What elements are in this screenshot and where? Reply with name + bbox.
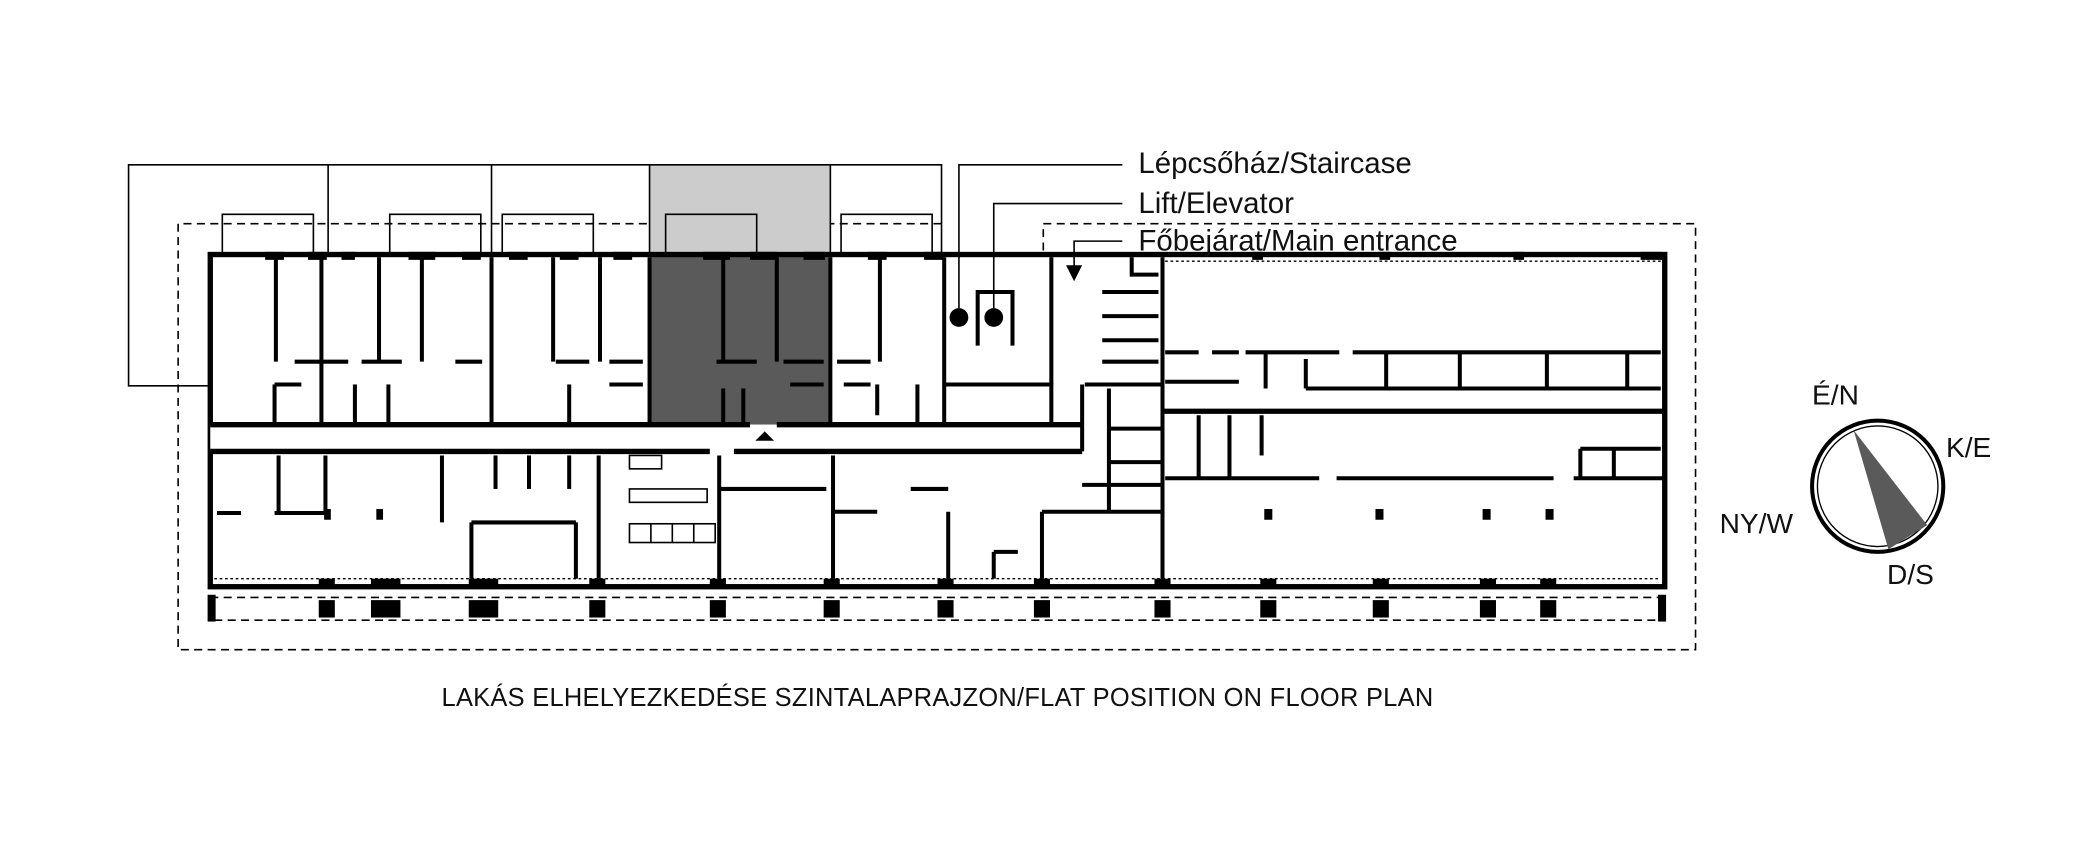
compass-needle-icon <box>1853 430 1928 550</box>
elevator-marker <box>984 308 1004 327</box>
elevator-leader <box>992 202 1123 309</box>
lower-unit-walls <box>216 382 1163 579</box>
entrance-leader <box>1073 240 1123 268</box>
stair-core <box>944 257 1165 587</box>
highlighted-balcony-zone <box>649 164 831 255</box>
compass-east: K/E <box>1946 432 1991 463</box>
kitchen-fixtures <box>628 454 716 544</box>
plan-caption: LAKÁS ELHELYEZKEDÉSE SZINTALAPRAJZON/FLA… <box>442 683 1434 712</box>
building-outline <box>207 251 1668 590</box>
unit-brackets <box>127 163 943 387</box>
compass-south: D/S <box>1887 559 1934 590</box>
legend-staircase: Lépcsőház/Staircase <box>1138 147 1411 180</box>
right-wing-walls <box>1165 350 1661 391</box>
compass-west: NY/W <box>1720 508 1794 539</box>
staircase-marker <box>949 308 969 327</box>
compass-north: É/N <box>1812 380 1859 411</box>
pillars <box>324 509 1554 520</box>
upper-unit-walls <box>272 257 947 425</box>
compass-rose <box>1810 418 1946 554</box>
site-boundary <box>177 222 1697 651</box>
entrance-arrow-icon <box>1066 265 1083 282</box>
arcade-columns <box>207 594 1667 622</box>
balconies <box>221 213 933 255</box>
corridor-entrance-arrow <box>755 431 775 441</box>
legend-main-entrance: Főbejárat/Main entrance <box>1138 224 1457 257</box>
staircase-leader <box>958 163 1123 309</box>
legend-elevator: Lift/Elevator <box>1138 187 1294 220</box>
right-wing-lower-walls <box>1165 415 1665 481</box>
highlighted-flat <box>649 254 831 425</box>
bottom-wall-piers <box>318 578 1557 589</box>
top-wall-piers <box>265 251 1663 260</box>
corridor <box>210 424 1163 452</box>
